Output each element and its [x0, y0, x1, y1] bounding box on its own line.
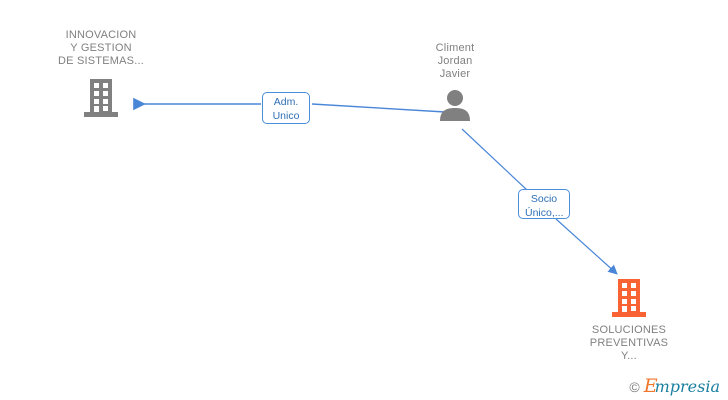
building-icon: [31, 68, 171, 118]
company-left-label: INNOVACION Y GESTION DE SISTEMAS...: [58, 29, 144, 67]
person-icon: [438, 90, 472, 125]
node-person-climent-jordan-javier[interactable]: Climent Jordan Javier: [385, 42, 525, 126]
node-company-innovacion[interactable]: INNOVACION Y GESTION DE SISTEMAS...: [31, 29, 171, 118]
person-label: Climent Jordan Javier: [435, 42, 475, 80]
edge-person-to-adm-box: [311, 103, 446, 113]
building-icon: [559, 278, 699, 318]
edge-label-adm-unico[interactable]: Adm. Unico: [262, 92, 310, 124]
edge-socio-box-to-company-bottom: [555, 218, 618, 275]
edge-label-socio-unico[interactable]: Socio Único,...: [518, 189, 570, 219]
node-company-soluciones-preventivas[interactable]: SOLUCIONES PREVENTIVAS Y...: [559, 278, 699, 363]
brand-name: Empresia: [643, 375, 720, 397]
brand-suffix: mpresia: [654, 377, 720, 396]
edge-person-to-socio-box: [461, 128, 528, 191]
copyright-icon: ©: [629, 378, 640, 395]
brand-initial: E: [643, 375, 658, 397]
company-bottom-label: SOLUCIONES PREVENTIVAS Y...: [589, 324, 669, 362]
watermark-empresia: © Empresia: [629, 375, 720, 397]
